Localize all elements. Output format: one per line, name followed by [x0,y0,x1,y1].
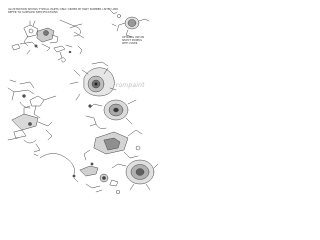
optional-note-line-3: WITH COVER [122,41,138,45]
carburetor-linkage-assembly [11,19,85,55]
recoil-starter-parts [85,99,137,130]
optional-starter-motor [109,9,150,38]
ignition-coil-assembly [83,129,143,161]
optional-note-line-1: OPTIONAL USE ON [122,36,145,39]
throttle-control-linkage [7,79,57,119]
caption-line-1: ILLUSTRATION SHOWS TYPICAL PARTS ONLY. O… [8,8,118,11]
pulley-shroud-assembly [111,159,159,191]
fastener-parts-cluster [73,162,121,195]
lower-control-bracket [7,105,53,153]
optional-parts-note: OPTIONAL USE ON SELECT MODELS WITH COVER [122,36,158,46]
optional-note-line-2: SELECT MODELS [122,38,142,42]
governor-spring-bracket [53,44,83,63]
diagram-caption: ILLUSTRATION SHOWS TYPICAL PARTS ONLY. O… [8,8,118,14]
choke-cable [33,153,76,178]
blower-housing-flywheel [69,61,117,101]
watermark-text: JuicyFrompaint [97,82,145,89]
exploded-parts-drawing [7,9,159,195]
caption-line-2: REFER TO SUPPLIED SPECIFICATIONS [8,11,58,14]
parts-diagram-sheet: ILLUSTRATION SHOWS TYPICAL PARTS ONLY. O… [0,0,163,200]
